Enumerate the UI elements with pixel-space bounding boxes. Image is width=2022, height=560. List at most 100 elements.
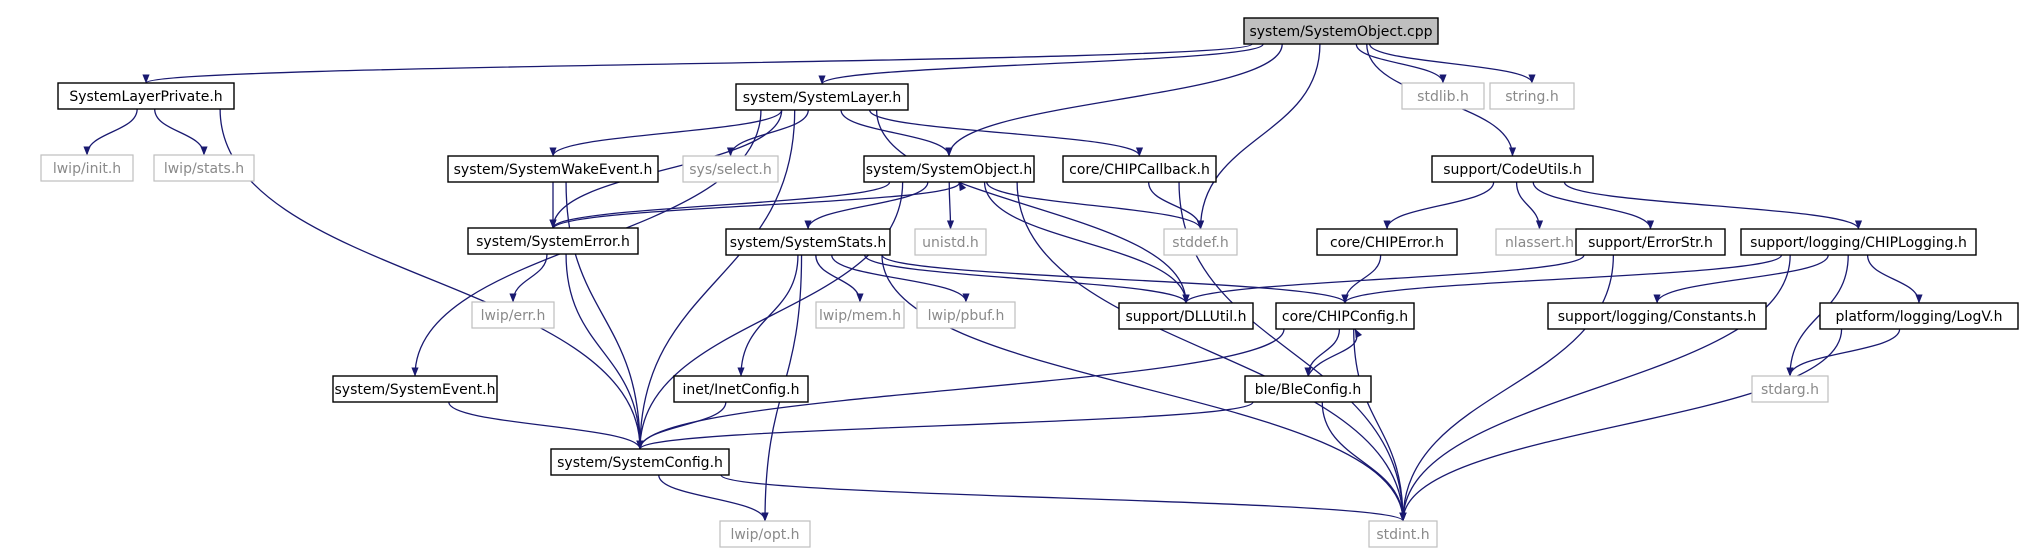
edge-sl-to-se	[549, 109, 783, 229]
graph-node-stdint[interactable]: stdint.h	[1368, 520, 1438, 548]
graph-node-ble[interactable]: ble/BleConfig.h	[1244, 375, 1372, 403]
graph-node-so[interactable]: system/SystemObject.h	[863, 155, 1035, 183]
node-box	[719, 520, 811, 548]
edge-root-to-string	[1369, 43, 1536, 84]
graph-node-stddef[interactable]: stddef.h	[1163, 228, 1238, 256]
graph-node-unistd[interactable]: unistd.h	[914, 228, 987, 256]
edge-so-to-stdint	[1016, 181, 1407, 522]
graph-node-cc[interactable]: core/CHIPConfig.h	[1275, 302, 1415, 330]
node-label: lwip/init.h	[53, 161, 121, 177]
node-box	[1431, 155, 1594, 183]
edge-cu-to-nlassert	[1515, 181, 1544, 230]
graph-node-string[interactable]: string.h	[1489, 82, 1575, 110]
edge-so-to-dll	[983, 181, 1190, 304]
node-label: lwip/pbuf.h	[928, 308, 1005, 324]
edge-sl-to-dll	[875, 109, 1190, 304]
node-label: system/SystemStats.h	[730, 235, 887, 251]
node-box	[735, 83, 909, 111]
node-box	[467, 227, 639, 255]
node-label: string.h	[1505, 89, 1559, 105]
node-box	[1163, 228, 1238, 256]
graph-node-stdarg[interactable]: stdarg.h	[1751, 375, 1829, 403]
graph-node-stdlib[interactable]: stdlib.h	[1401, 82, 1485, 110]
edge-so-to-ss	[804, 181, 929, 230]
node-box	[447, 155, 659, 183]
graph-node-lwipstats[interactable]: lwip/stats.h	[153, 154, 255, 182]
node-label: stdint.h	[1376, 527, 1429, 543]
node-label: system/SystemWakeEvent.h	[454, 162, 653, 178]
graph-node-log[interactable]: support/logging/CHIPLogging.h	[1740, 228, 1977, 256]
node-label: platform/logging/LogV.h	[1836, 309, 2003, 325]
edge-cc-to-stdint	[1353, 328, 1407, 522]
node-box	[1575, 228, 1726, 256]
graph-node-ic[interactable]: inet/InetConfig.h	[673, 375, 809, 403]
node-box	[1243, 17, 1439, 45]
node-box	[153, 154, 255, 182]
edge-root-to-sl	[818, 43, 1264, 85]
graph-node-lwiperr[interactable]: lwip/err.h	[471, 301, 555, 329]
node-box	[1118, 302, 1254, 330]
node-box	[682, 155, 779, 183]
edge-slp-to-lwipinit	[83, 108, 138, 156]
node-label: nlassert.h	[1505, 235, 1574, 251]
edge-sl-to-sysselect	[726, 109, 809, 157]
edge-cc-to-ble	[1304, 328, 1341, 377]
edge-se-to-so	[552, 181, 967, 229]
edge-root-to-slp	[142, 43, 1253, 84]
edge-sev-to-scfg	[448, 401, 644, 450]
node-label: support/CodeUtils.h	[1443, 162, 1581, 178]
graph-node-sl[interactable]: system/SystemLayer.h	[735, 83, 909, 111]
edge-ss-to-ic	[737, 254, 799, 377]
graph-node-logv[interactable]: platform/logging/LogV.h	[1819, 302, 2019, 330]
node-label: stdarg.h	[1761, 382, 1819, 398]
edge-logv-to-stdarg	[1786, 328, 1901, 377]
graph-node-dll[interactable]: support/DLLUtil.h	[1118, 302, 1254, 330]
node-box	[1244, 375, 1372, 403]
node-box	[550, 448, 730, 476]
graph-node-lwipinit[interactable]: lwip/init.h	[40, 154, 134, 182]
edge-log-to-stdarg	[1786, 254, 1849, 377]
edge-log-to-consts	[1653, 254, 1829, 304]
graph-node-lwipopt[interactable]: lwip/opt.h	[719, 520, 811, 548]
edge-se-to-lwiperr	[509, 253, 548, 303]
node-label: system/SystemConfig.h	[557, 455, 723, 471]
edge-log-to-stdint	[1399, 254, 1791, 522]
node-box	[1316, 228, 1458, 256]
graph-node-es[interactable]: support/ErrorStr.h	[1575, 228, 1726, 256]
edge-cu-to-ce	[1383, 181, 1495, 230]
edge-sl-to-swe	[549, 109, 783, 157]
graph-node-lwippbuf[interactable]: lwip/pbuf.h	[916, 301, 1016, 329]
graph-node-ss[interactable]: system/SystemStats.h	[725, 228, 891, 256]
graph-node-sev[interactable]: system/SystemEvent.h	[332, 375, 498, 403]
graph-node-cu[interactable]: support/CodeUtils.h	[1431, 155, 1594, 183]
node-label: system/SystemLayer.h	[743, 90, 902, 106]
edge-log-to-cc	[1341, 254, 1783, 304]
graph-node-root[interactable]: system/SystemObject.cpp	[1243, 17, 1439, 45]
graph-node-slp[interactable]: SystemLayerPrivate.h	[57, 82, 235, 110]
node-box	[1401, 82, 1485, 110]
node-box	[1275, 302, 1415, 330]
edge-layer	[83, 43, 1923, 522]
node-layer: system/SystemObject.cppSystemLayerPrivat…	[40, 17, 2019, 548]
edge-cu-to-log	[1563, 181, 1862, 230]
graph-node-sysselect[interactable]: sys/select.h	[682, 155, 779, 183]
node-box	[332, 375, 498, 403]
graph-node-se[interactable]: system/SystemError.h	[467, 227, 639, 255]
graph-node-consts[interactable]: support/logging/Constants.h	[1547, 302, 1767, 330]
node-box	[40, 154, 134, 182]
node-box	[57, 82, 235, 110]
node-box	[914, 228, 987, 256]
graph-node-cb[interactable]: core/CHIPCallback.h	[1062, 155, 1217, 183]
graph-node-scfg[interactable]: system/SystemConfig.h	[550, 448, 730, 476]
node-label: unistd.h	[922, 235, 979, 251]
graph-node-swe[interactable]: system/SystemWakeEvent.h	[447, 155, 659, 183]
edge-ss-to-dll	[864, 254, 1190, 304]
edge-ble-to-scfg	[636, 401, 1254, 450]
node-box	[815, 301, 905, 329]
node-box	[1740, 228, 1977, 256]
graph-node-ce[interactable]: core/CHIPError.h	[1316, 228, 1458, 256]
node-label: lwip/err.h	[481, 308, 546, 324]
graph-node-nlassert[interactable]: nlassert.h	[1495, 228, 1584, 256]
graph-node-lwipmem[interactable]: lwip/mem.h	[815, 301, 905, 329]
